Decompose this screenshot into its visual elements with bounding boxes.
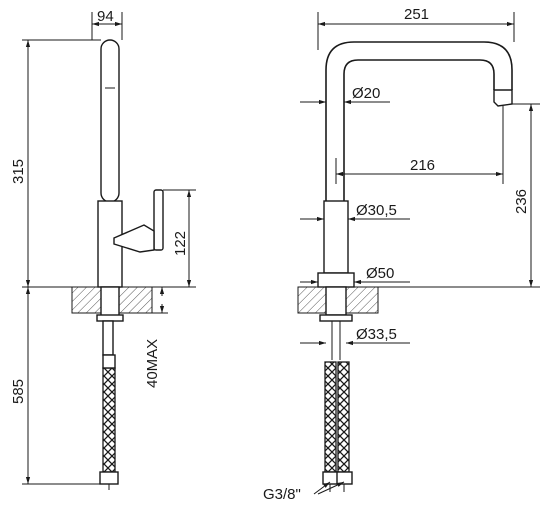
- side-spout: [100, 39, 120, 203]
- front-spout-outlet: [493, 89, 513, 107]
- side-handle: [113, 224, 155, 253]
- dim-side-total-height: 315: [10, 159, 27, 184]
- dim-front-connection: G3/8": [263, 486, 301, 503]
- dim-front-height: 236: [513, 189, 530, 214]
- dim-front-spout-dia: Ø20: [352, 85, 380, 102]
- front-body: [323, 200, 349, 274]
- dim-front-base-dia: Ø50: [366, 265, 394, 282]
- dim-front-shank-dia: Ø33,5: [356, 326, 397, 343]
- front-hose-left: [324, 361, 337, 473]
- dim-front-body-dia: Ø30,5: [356, 202, 397, 219]
- side-view: 94 315 122 585 40MAX: [10, 8, 196, 490]
- front-hose-right: [337, 361, 350, 473]
- side-handle-lever: [153, 189, 164, 251]
- front-spout: [325, 41, 513, 201]
- dim-side-max-thickness: 40MAX: [144, 339, 161, 388]
- dim-front-top-width: 251: [404, 6, 429, 23]
- dim-side-under-length: 585: [10, 379, 27, 404]
- dim-front-reach: 216: [410, 157, 435, 174]
- dim-side-top-width: 94: [97, 8, 114, 25]
- dim-side-handle-height: 122: [172, 231, 189, 256]
- front-view: 251 Ø20 216 236 Ø30,5 Ø50 Ø33,5 G3/8": [263, 6, 540, 503]
- side-hose-braid: [102, 367, 116, 473]
- front-base: [317, 272, 355, 288]
